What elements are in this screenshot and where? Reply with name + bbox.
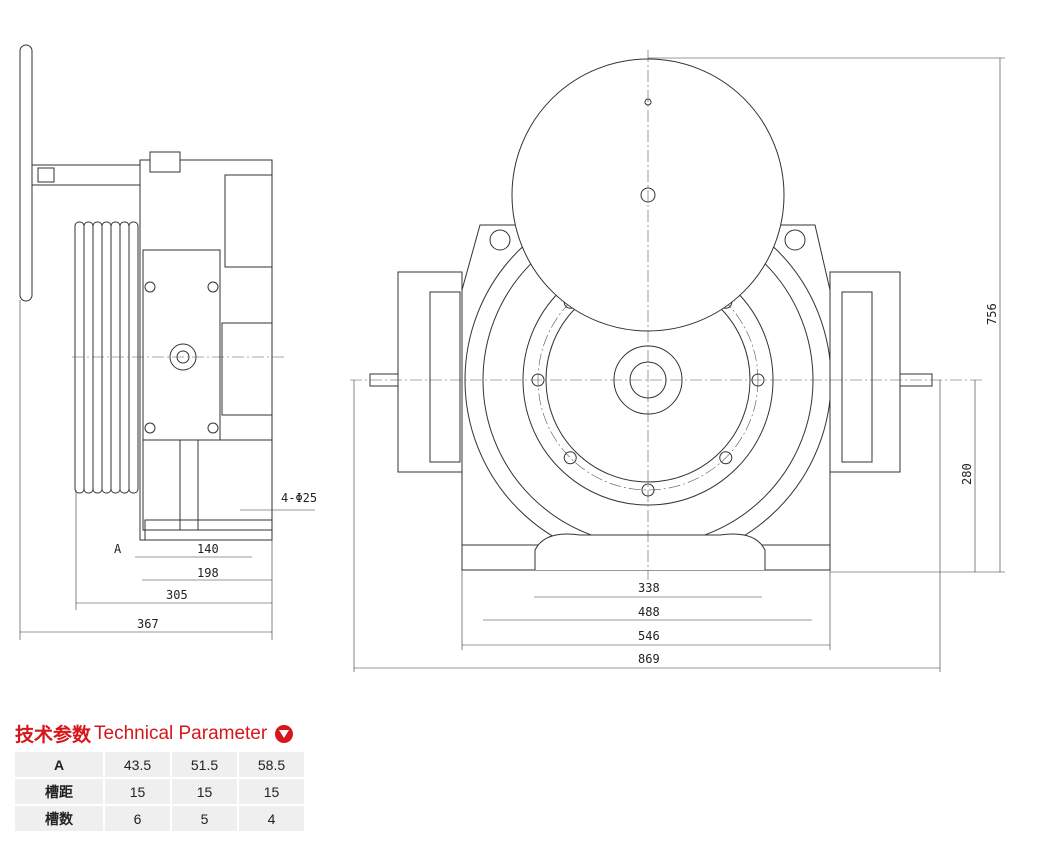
svg-text:869: 869	[638, 652, 660, 666]
cell: 4	[239, 806, 304, 831]
sheave-groove	[74, 221, 85, 494]
cell: 15	[105, 779, 170, 804]
cell: 51.5	[172, 752, 237, 777]
title-en: Technical Parameter	[94, 722, 268, 744]
cell: 15	[239, 779, 304, 804]
row-label: 槽距	[15, 779, 103, 804]
bolt-hole	[563, 451, 577, 465]
sheave-groove	[119, 221, 130, 494]
svg-text:280: 280	[960, 463, 974, 485]
down-triangle-circle-icon[interactable]	[275, 724, 294, 743]
cell: 15	[172, 779, 237, 804]
technical-drawing: A 140 198 305 367 4-Φ25 338 488 546 869 …	[19, 44, 1005, 672]
cell: 43.5	[105, 752, 170, 777]
svg-text:A: A	[114, 542, 122, 556]
side-view	[19, 44, 285, 541]
sheave-groove	[128, 221, 139, 494]
dimensions: A 140 198 305 367 4-Φ25 338 488 546 869 …	[19, 57, 1005, 672]
cell: 5	[172, 806, 237, 831]
row-label: 槽数	[15, 806, 103, 831]
svg-text:488: 488	[638, 605, 660, 619]
bolt-hole	[719, 451, 733, 465]
cell: 58.5	[239, 752, 304, 777]
row-label: A	[15, 752, 103, 777]
sheave-groove	[101, 221, 112, 494]
title-zh: 技术参数	[15, 725, 92, 746]
svg-text:198: 198	[197, 566, 219, 580]
sheave-groove	[83, 221, 94, 494]
cell: 6	[105, 806, 170, 831]
svg-text:140: 140	[197, 542, 219, 556]
svg-text:756: 756	[985, 303, 999, 325]
svg-text:305: 305	[166, 588, 188, 602]
svg-text:4-Φ25: 4-Φ25	[281, 491, 317, 505]
svg-text:338: 338	[638, 581, 660, 595]
sheave-groove	[110, 221, 121, 494]
sheave-groove	[92, 221, 103, 494]
section-title: 技术参数 Technical Parameter	[15, 720, 294, 747]
front-view	[350, 50, 985, 580]
svg-text:546: 546	[638, 629, 660, 643]
svg-text:367: 367	[137, 617, 159, 631]
